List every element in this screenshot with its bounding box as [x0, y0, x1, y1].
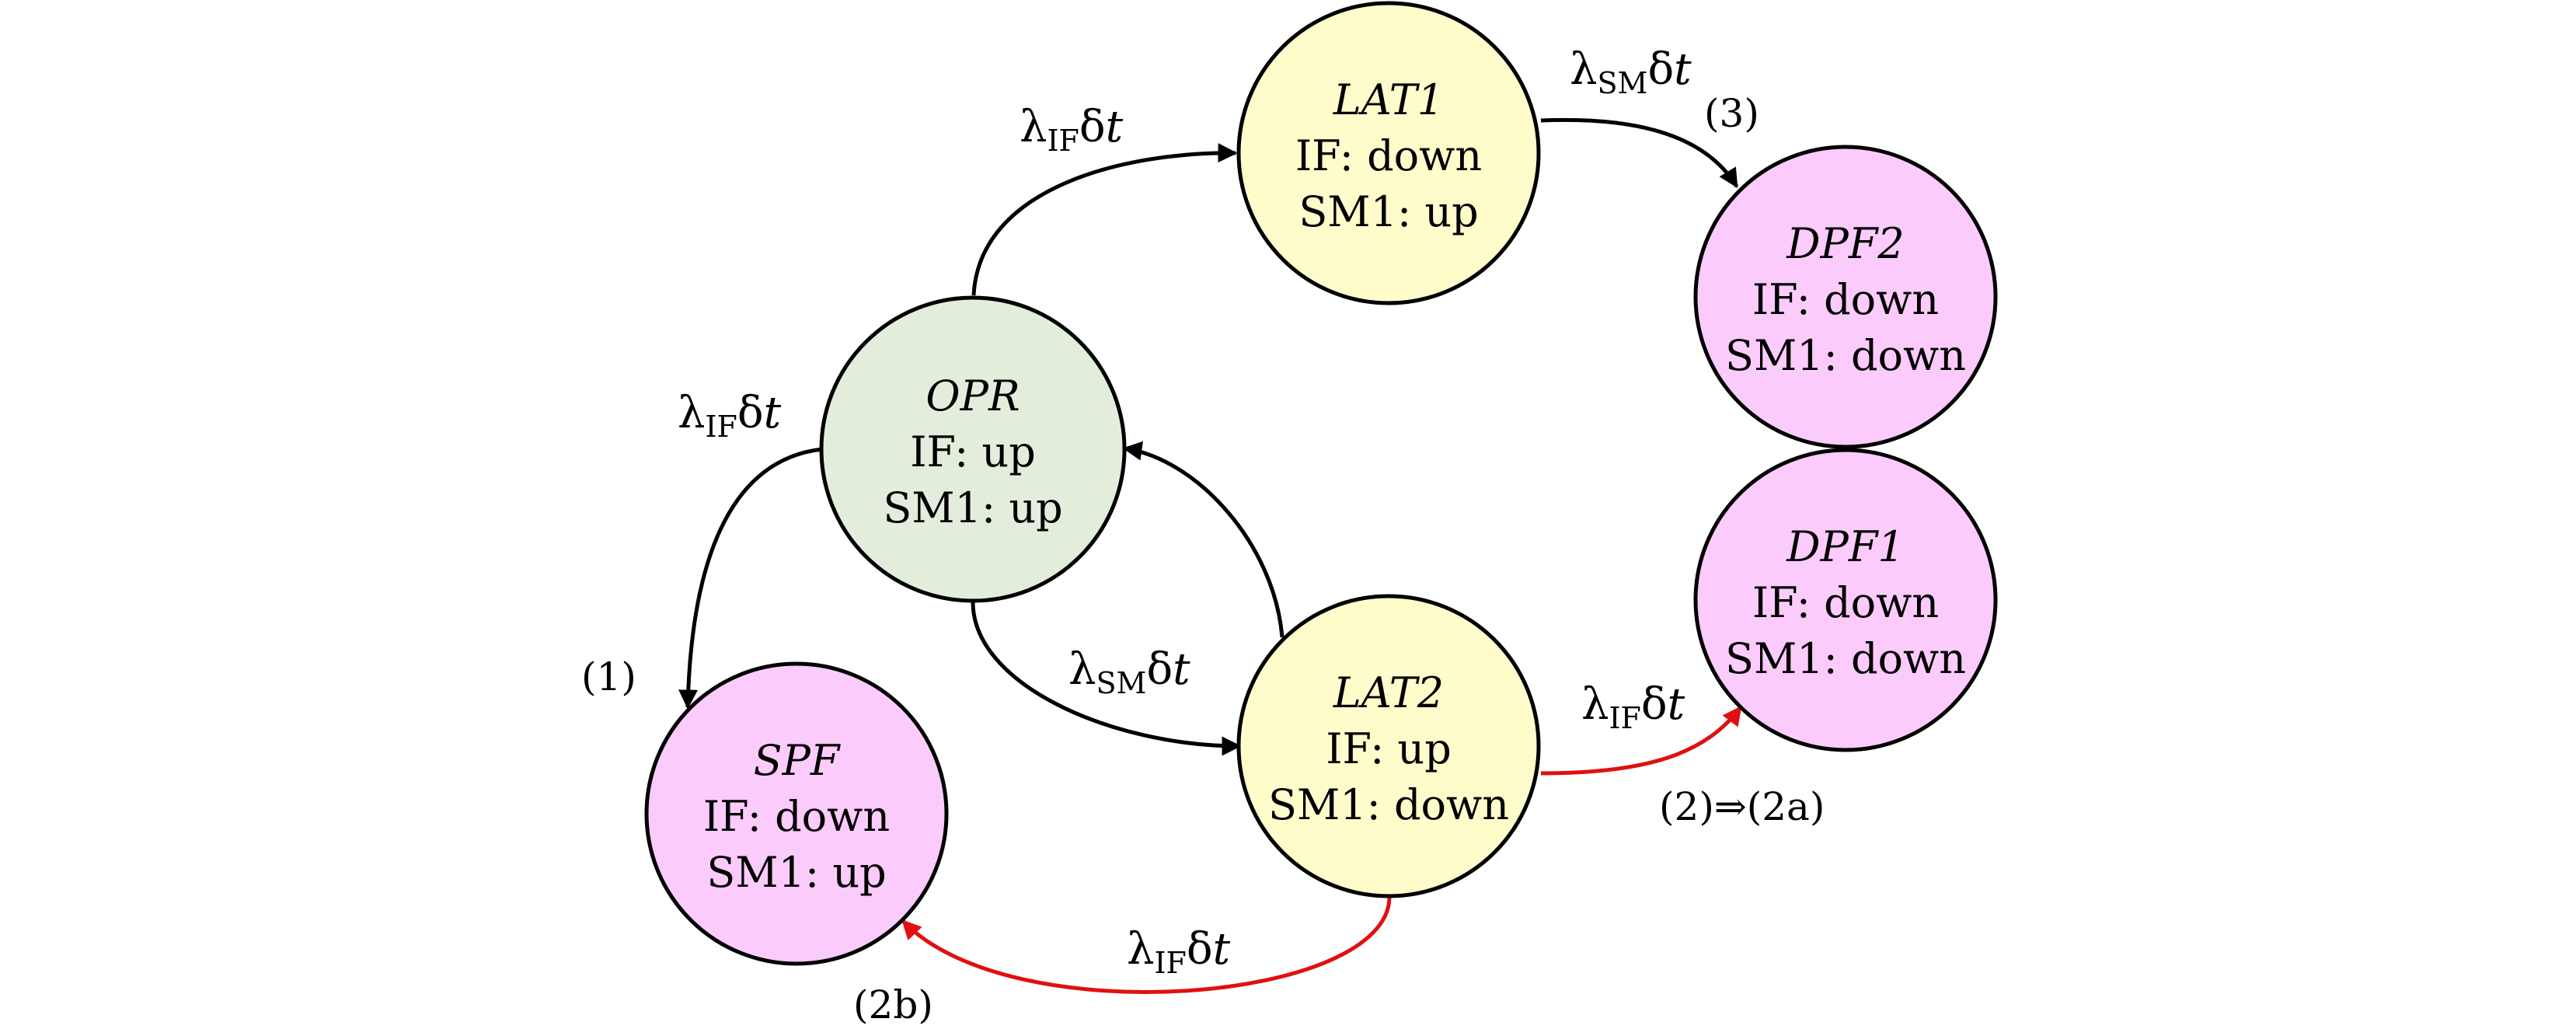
state-opr: OPR IF: up SM1: up [819, 295, 1127, 603]
state-dpf1-sm1: SM1: down [1725, 634, 1966, 683]
marker-3: (3) [1704, 91, 1759, 136]
state-dpf1: DPF1 IF: down SM1: down [1693, 448, 1998, 752]
state-dpf1-name: DPF1 [1786, 522, 1904, 571]
state-lat2-if: IF: up [1326, 724, 1452, 773]
state-opr-name: OPR [925, 371, 1020, 420]
rate-lat2-spf: λIFδt [1127, 924, 1231, 980]
state-opr-sm1: SM1: up [883, 483, 1062, 532]
state-lat2: LAT2 IF: up SM1: down [1236, 594, 1541, 898]
marker-2b: (2b) [853, 982, 933, 1027]
edge-lat1-to-dpf2 [1540, 117, 1739, 189]
state-dpf1-if: IF: down [1752, 578, 1939, 627]
state-dpf2: DPF2 IF: down SM1: down [1693, 145, 1998, 449]
state-dpf2-name: DPF2 [1786, 219, 1904, 268]
edge-lat2-to-spf [901, 895, 1392, 994]
rate-opr-spf: λIFδt [678, 388, 782, 444]
marker-1: (1) [581, 654, 636, 699]
rate-opr-lat1: λIFδt [1020, 102, 1124, 158]
state-lat1-name: LAT1 [1333, 75, 1444, 124]
rate-opr-lat2: λSMδt [1068, 644, 1190, 700]
state-lat1-sm1: SM1: up [1298, 187, 1478, 236]
rate-lat2-dpf1: λIFδt [1581, 679, 1685, 735]
state-dpf2-sm1: SM1: down [1725, 331, 1966, 380]
state-spf: SPF IF: down SM1: up [644, 661, 949, 966]
state-dpf2-if: IF: down [1752, 275, 1939, 324]
edge-opr-to-lat1 [971, 143, 1238, 296]
state-spf-name: SPF [754, 736, 842, 785]
edge-opr-to-spf [678, 447, 823, 710]
state-spf-sm1: SM1: up [706, 848, 886, 897]
state-opr-if: IF: up [910, 427, 1036, 476]
state-lat2-name: LAT2 [1333, 668, 1444, 717]
marker-2-2a: (2)⇒(2a) [1659, 784, 1825, 829]
state-spf-if: IF: down [703, 792, 890, 841]
edge-lat2-to-opr [1122, 441, 1285, 638]
state-lat1-if: IF: down [1295, 131, 1482, 180]
edge-opr-to-lat2 [971, 600, 1242, 756]
rate-lat1-dpf2: λSMδt [1570, 44, 1692, 100]
state-lat2-sm1: SM1: down [1268, 780, 1509, 829]
edge-lat2-to-dpf1 [1540, 706, 1742, 776]
state-lat1: LAT1 IF: down SM1: up [1236, 1, 1541, 305]
